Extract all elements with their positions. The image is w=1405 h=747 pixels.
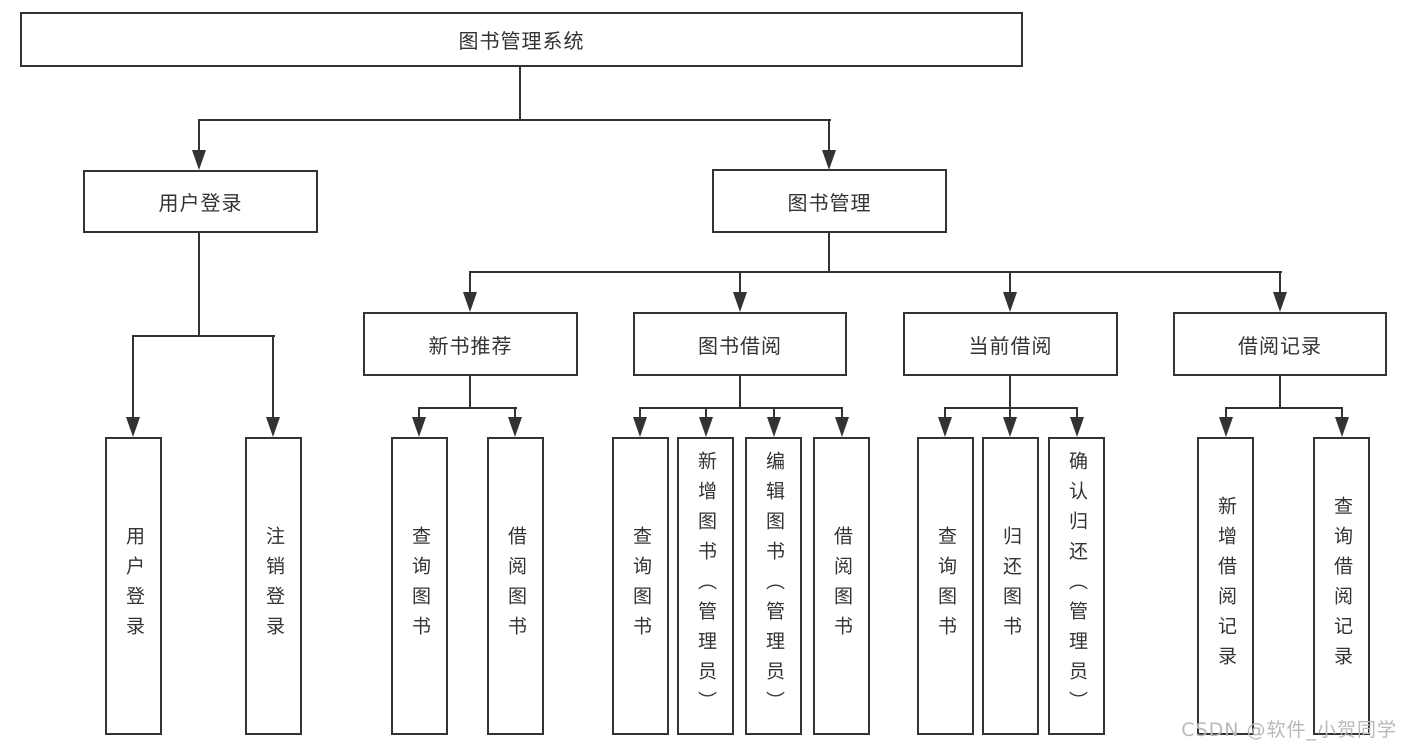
connector-records-stem: [1279, 376, 1281, 409]
connector-bookmgmt-branch: [469, 271, 1282, 273]
node-leaf-bb-edit-books: 编辑图书（管理员）: [745, 437, 802, 735]
arrowhead-user-login: [192, 150, 206, 170]
connector-to-br-query: [1341, 407, 1343, 419]
arrowhead-leaf-user-login: [126, 417, 140, 437]
connector-to-nb-borrow: [514, 407, 516, 419]
connector-newbook-branch: [419, 407, 517, 409]
node-label: 借阅图书: [831, 526, 853, 646]
node-label: 新书推荐: [428, 333, 513, 358]
node-leaf-bb-query-books: 查询图书: [612, 437, 669, 735]
node-label: 归还图书: [1000, 526, 1022, 646]
node-label: 用户登录: [123, 526, 145, 646]
arrowhead-leaf-logout: [266, 417, 280, 437]
connector-to-current-borrowing: [1009, 271, 1011, 294]
connector-to-cb-return: [1009, 407, 1011, 419]
connector-to-bb-add: [705, 407, 707, 419]
arrowhead-cb-confirm: [1070, 417, 1084, 437]
node-label: 查询借阅记录: [1331, 496, 1353, 676]
arrowhead-new-book: [463, 292, 477, 312]
node-leaf-nb-borrow-books: 借阅图书: [487, 437, 544, 735]
arrowhead-borrowing-records: [1273, 292, 1287, 312]
connector-to-bb-query: [639, 407, 641, 419]
arrowhead-book-borrowing: [733, 292, 747, 312]
node-leaf-bb-add-books: 新增图书（管理员）: [677, 437, 734, 735]
node-label: 图书管理: [787, 190, 872, 215]
arrowhead-br-query: [1335, 417, 1349, 437]
connector-to-leaf-user-login: [132, 335, 134, 419]
node-current-borrowing: 当前借阅: [903, 312, 1118, 376]
connector-bookborrow-stem: [739, 376, 741, 409]
node-label: 编辑图书（管理员）: [763, 451, 785, 721]
node-book-borrowing: 图书借阅: [633, 312, 847, 376]
node-leaf-cb-confirm-return: 确认归还（管理员）: [1048, 437, 1105, 735]
node-label: 用户登录: [158, 191, 243, 215]
node-leaf-nb-query-books: 查询图书: [391, 437, 448, 735]
connector-root-branch: [198, 119, 831, 121]
connector-userlogin-branch: [132, 335, 275, 337]
node-leaf-br-query-record: 查询借阅记录: [1313, 437, 1370, 735]
connector-to-borrowing-records: [1279, 271, 1281, 294]
connector-records-branch: [1225, 407, 1343, 409]
node-leaf-cb-query-books: 查询图书: [917, 437, 974, 735]
node-leaf-br-add-record: 新增借阅记录: [1197, 437, 1254, 735]
arrowhead-book-management: [822, 150, 836, 170]
node-leaf-user-login: 用户登录: [105, 437, 162, 735]
connector-to-user-login: [198, 119, 200, 153]
arrowhead-nb-query: [412, 417, 426, 437]
connector-root-stem: [519, 67, 521, 120]
arrowhead-nb-borrow: [508, 417, 522, 437]
node-label: 图书管理系统: [458, 29, 585, 53]
node-new-book-recommend: 新书推荐: [363, 312, 578, 376]
arrowhead-cb-return: [1003, 417, 1017, 437]
connector-to-leaf-logout: [272, 335, 274, 419]
connector-to-bb-borrow: [841, 407, 843, 419]
node-label: 查询图书: [409, 526, 431, 646]
node-borrowing-records: 借阅记录: [1173, 312, 1387, 376]
connector-userlogin-stem: [198, 233, 200, 337]
node-label: 当前借阅: [968, 333, 1053, 358]
node-label: 新增图书（管理员）: [695, 451, 717, 721]
node-user-login: 用户登录: [83, 170, 318, 233]
connector-to-bb-edit: [773, 407, 775, 419]
connector-to-cb-confirm: [1076, 407, 1078, 419]
node-label: 图书借阅: [698, 333, 782, 358]
connector-newbook-stem: [469, 376, 471, 409]
node-label: 注销登录: [263, 526, 285, 646]
arrowhead-current-borrowing: [1003, 292, 1017, 312]
node-label: 新增借阅记录: [1215, 496, 1237, 676]
node-leaf-bb-borrow-books: 借阅图书: [813, 437, 870, 735]
node-label: 确认归还（管理员）: [1066, 451, 1088, 721]
connector-currentborrow-branch: [944, 407, 1078, 409]
connector-to-book-management: [828, 119, 830, 153]
node-label: 查询图书: [630, 526, 652, 646]
connector-to-nb-query: [418, 407, 420, 419]
node-label: 查询图书: [935, 526, 957, 646]
connector-to-br-add: [1225, 407, 1227, 419]
arrowhead-bb-borrow: [835, 417, 849, 437]
node-leaf-logout: 注销登录: [245, 437, 302, 735]
arrowhead-cb-query: [938, 417, 952, 437]
csdn-watermark: CSDN @软件_小贺同学: [1181, 719, 1397, 741]
node-book-management: 图书管理: [712, 169, 947, 233]
arrowhead-bb-add: [699, 417, 713, 437]
connector-bookborrow-branch: [639, 407, 843, 409]
connector-to-book-borrowing: [739, 271, 741, 294]
connector-to-new-book: [469, 271, 471, 294]
arrowhead-bb-query: [633, 417, 647, 437]
arrowhead-bb-edit: [767, 417, 781, 437]
node-root-library-system: 图书管理系统: [20, 12, 1023, 67]
node-leaf-cb-return-books: 归还图书: [982, 437, 1039, 735]
arrowhead-br-add: [1219, 417, 1233, 437]
connector-bookmgmt-stem: [828, 232, 830, 273]
connector-currentborrow-stem: [1009, 376, 1011, 409]
node-label: 借阅记录: [1238, 333, 1322, 358]
node-label: 借阅图书: [505, 526, 527, 646]
connector-to-cb-query: [944, 407, 946, 419]
